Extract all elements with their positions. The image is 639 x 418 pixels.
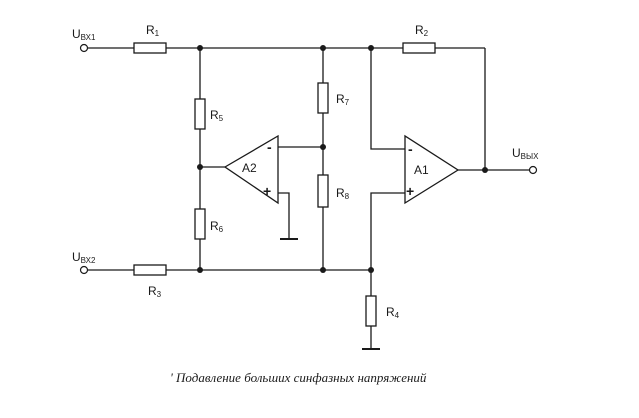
opamp-a2-minus-sign: - <box>267 139 272 155</box>
resistor-r5 <box>194 98 206 130</box>
label-r7-sub: 7 <box>345 98 350 107</box>
label-uin2: UВХ2 <box>72 250 96 265</box>
label-r1-sub: 1 <box>155 29 160 38</box>
junction-nodes <box>197 45 488 273</box>
label-r6-sub: 6 <box>219 225 224 234</box>
resistor-r3 <box>133 264 167 276</box>
node-top-r7 <box>320 45 326 51</box>
terminal-uin1 <box>79 43 89 53</box>
label-r5-base: R <box>210 108 219 122</box>
label-uin1-base: U <box>72 27 81 41</box>
label-r4-base: R <box>386 305 395 319</box>
label-uout-sub: ВЫХ <box>521 152 539 161</box>
node-output <box>482 167 488 173</box>
wire-a1-minus <box>370 48 405 150</box>
figure-caption: ' Подавление больших синфазных напряжени… <box>170 370 427 385</box>
opamp-a1-label: A1 <box>414 163 429 177</box>
label-uin2-base: U <box>72 250 81 264</box>
resistor-r4 <box>365 295 377 327</box>
label-uin2-sub: ВХ2 <box>81 256 96 265</box>
label-r7-base: R <box>336 92 345 106</box>
node-top-a1 <box>368 45 374 51</box>
label-r2: R2 <box>415 23 429 38</box>
opamp-a1-minus-sign: - <box>408 141 413 157</box>
label-r2-base: R <box>415 23 424 37</box>
label-uin1: UВХ1 <box>72 27 96 42</box>
label-r8-base: R <box>336 186 345 200</box>
label-r3-sub: 3 <box>157 290 162 299</box>
resistor-r7 <box>317 82 329 114</box>
label-r4: R4 <box>386 305 400 320</box>
resistor-r1 <box>133 42 167 54</box>
wires <box>87 47 530 349</box>
label-r4-sub: 4 <box>395 311 400 320</box>
label-uin1-sub: ВХ1 <box>81 33 96 42</box>
opamp-a1-plus-sign: + <box>406 183 414 199</box>
opamp-a2 <box>223 134 279 205</box>
label-uout: UВЫХ <box>512 146 539 161</box>
label-r1-base: R <box>146 23 155 37</box>
label-r1: R1 <box>146 23 160 38</box>
opamp-a2-plus-sign: + <box>263 183 271 199</box>
node-a2-out <box>197 164 203 170</box>
label-r8-sub: 8 <box>345 192 350 201</box>
resistor-r6 <box>194 208 206 240</box>
wire-a2-plus-gnd <box>278 192 290 239</box>
label-r3: R3 <box>148 284 162 299</box>
terminal-uin2 <box>79 265 89 275</box>
label-r5-sub: 5 <box>219 114 224 123</box>
node-bottom-a1 <box>368 267 374 273</box>
resistor-r2 <box>402 42 436 54</box>
resistor-r8 <box>317 174 329 208</box>
label-r3-base: R <box>148 284 157 298</box>
label-r7: R7 <box>336 92 350 107</box>
label-r8: R8 <box>336 186 350 201</box>
opamp-a1 <box>404 134 460 205</box>
node-r8-bottom <box>320 267 326 273</box>
label-r2-sub: 2 <box>424 29 429 38</box>
label-uout-base: U <box>512 146 521 160</box>
label-r6-base: R <box>210 219 219 233</box>
label-r5: R5 <box>210 108 224 123</box>
wire-a1-plus <box>370 192 405 270</box>
terminal-uout <box>528 165 538 175</box>
opamp-a2-label: A2 <box>242 161 257 175</box>
node-r6-bottom <box>197 267 203 273</box>
label-r6: R6 <box>210 219 224 234</box>
node-r1-r5 <box>197 45 203 51</box>
node-r7-r8 <box>320 144 326 150</box>
